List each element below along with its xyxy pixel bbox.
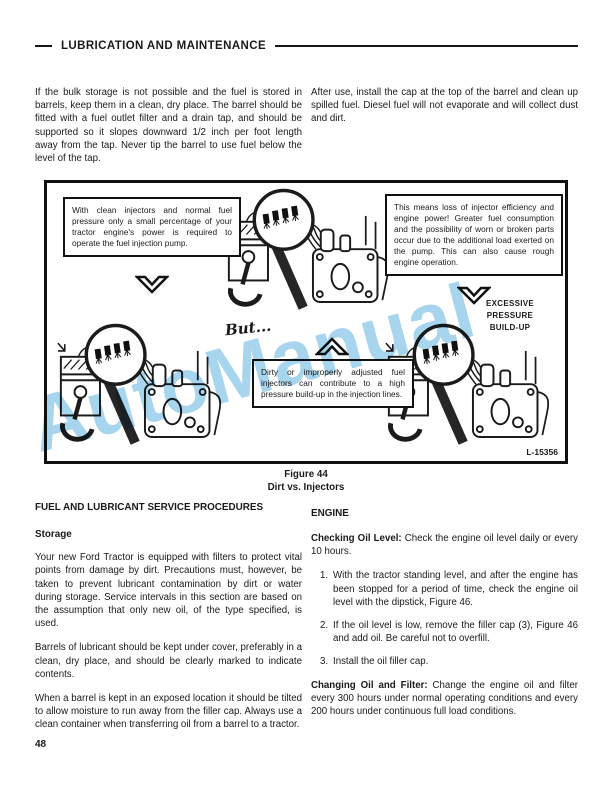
storage-paragraph-2: Barrels of lubricant should be kept unde…	[35, 642, 302, 680]
oil-check-steps: 1. With the tractor standing level, and …	[311, 569, 578, 668]
down-arrow-icon	[135, 275, 169, 299]
excessive-pressure-label: EXCESSIVE PRESSURE BUILD-UP	[451, 298, 569, 334]
list-item-number: 2.	[320, 620, 329, 632]
list-item-text: Install the oil filler cap.	[333, 656, 429, 668]
section-heading-engine: ENGINE	[311, 508, 349, 519]
figure-44: With clean injectors and normal fuel pre…	[44, 180, 568, 464]
checking-oil-level-lead: Checking Oil Level:	[311, 533, 402, 544]
up-arrow-icon	[315, 337, 349, 361]
list-item-number: 3.	[320, 656, 329, 668]
section-heading-fuel-lubricant: FUEL AND LUBRICANT SERVICE PROCEDURES	[35, 502, 264, 513]
changing-oil-filter-text: Change the engine oil and filter every 3…	[311, 679, 578, 718]
list-item-number: 1.	[320, 570, 329, 582]
intro-paragraph-left: If the bulk storage is not possible and …	[35, 87, 302, 165]
but-annotation: But...	[224, 316, 273, 340]
changing-oil-filter-paragraph: Changing Oil and Filter: Change the engi…	[311, 679, 578, 719]
checking-oil-level-paragraph: Checking Oil Level: Check the engine oil…	[311, 532, 578, 558]
pressure-label-line3: BUILD-UP	[489, 323, 531, 332]
section-fuel-lubricant: FUEL AND LUBRICANT SERVICE PROCEDURES St…	[35, 501, 302, 743]
header-rule-right	[275, 44, 578, 48]
storage-paragraph-1: Your new Ford Tractor is equipped with f…	[35, 552, 302, 630]
figure-reference-code: L-15356	[526, 447, 558, 457]
callout-clean-injectors: With clean injectors and normal fuel pre…	[63, 197, 241, 257]
engine-illustration-top	[223, 187, 399, 327]
engine-illustration-bottom-left	[55, 323, 231, 461]
figure-caption-title: Dirt vs. Injectors	[267, 481, 345, 493]
list-item-text: If the oil level is low, remove the fill…	[333, 620, 578, 645]
list-item: 3. Install the oil filler cap.	[311, 655, 578, 668]
subheading-storage: Storage	[35, 529, 72, 540]
list-item: 1. With the tractor standing level, and …	[311, 569, 578, 609]
intro-paragraph-right: After use, install the cap at the top of…	[311, 87, 578, 125]
page-number: 48	[35, 739, 47, 750]
pressure-label-line2: PRESSURE	[486, 311, 534, 320]
page-header-title: LUBRICATION AND MAINTENANCE	[61, 40, 267, 52]
header-rule-left	[35, 44, 52, 48]
list-item: 2. If the oil level is low, remove the f…	[311, 619, 578, 645]
storage-paragraph-3: When a barrel is kept in an exposed loca…	[35, 693, 302, 731]
list-item-text: With the tractor standing level, and aft…	[333, 570, 578, 608]
figure-caption: Figure 44 Dirt vs. Injectors	[44, 469, 568, 494]
pressure-label-line1: EXCESSIVE	[485, 299, 535, 308]
callout-dirty-injectors: Dirty or improperly adjusted fuel inject…	[252, 359, 414, 408]
section-engine: ENGINE Checking Oil Level: Check the eng…	[311, 507, 578, 729]
callout-injector-efficiency: This means loss of injector efficiency a…	[385, 194, 563, 276]
page-header: LUBRICATION AND MAINTENANCE	[35, 40, 578, 52]
changing-oil-filter-lead: Changing Oil and Filter:	[311, 679, 428, 691]
figure-caption-number: Figure 44	[284, 469, 328, 480]
checking-oil-level-text: Check the engine oil level daily or ever…	[311, 533, 578, 558]
